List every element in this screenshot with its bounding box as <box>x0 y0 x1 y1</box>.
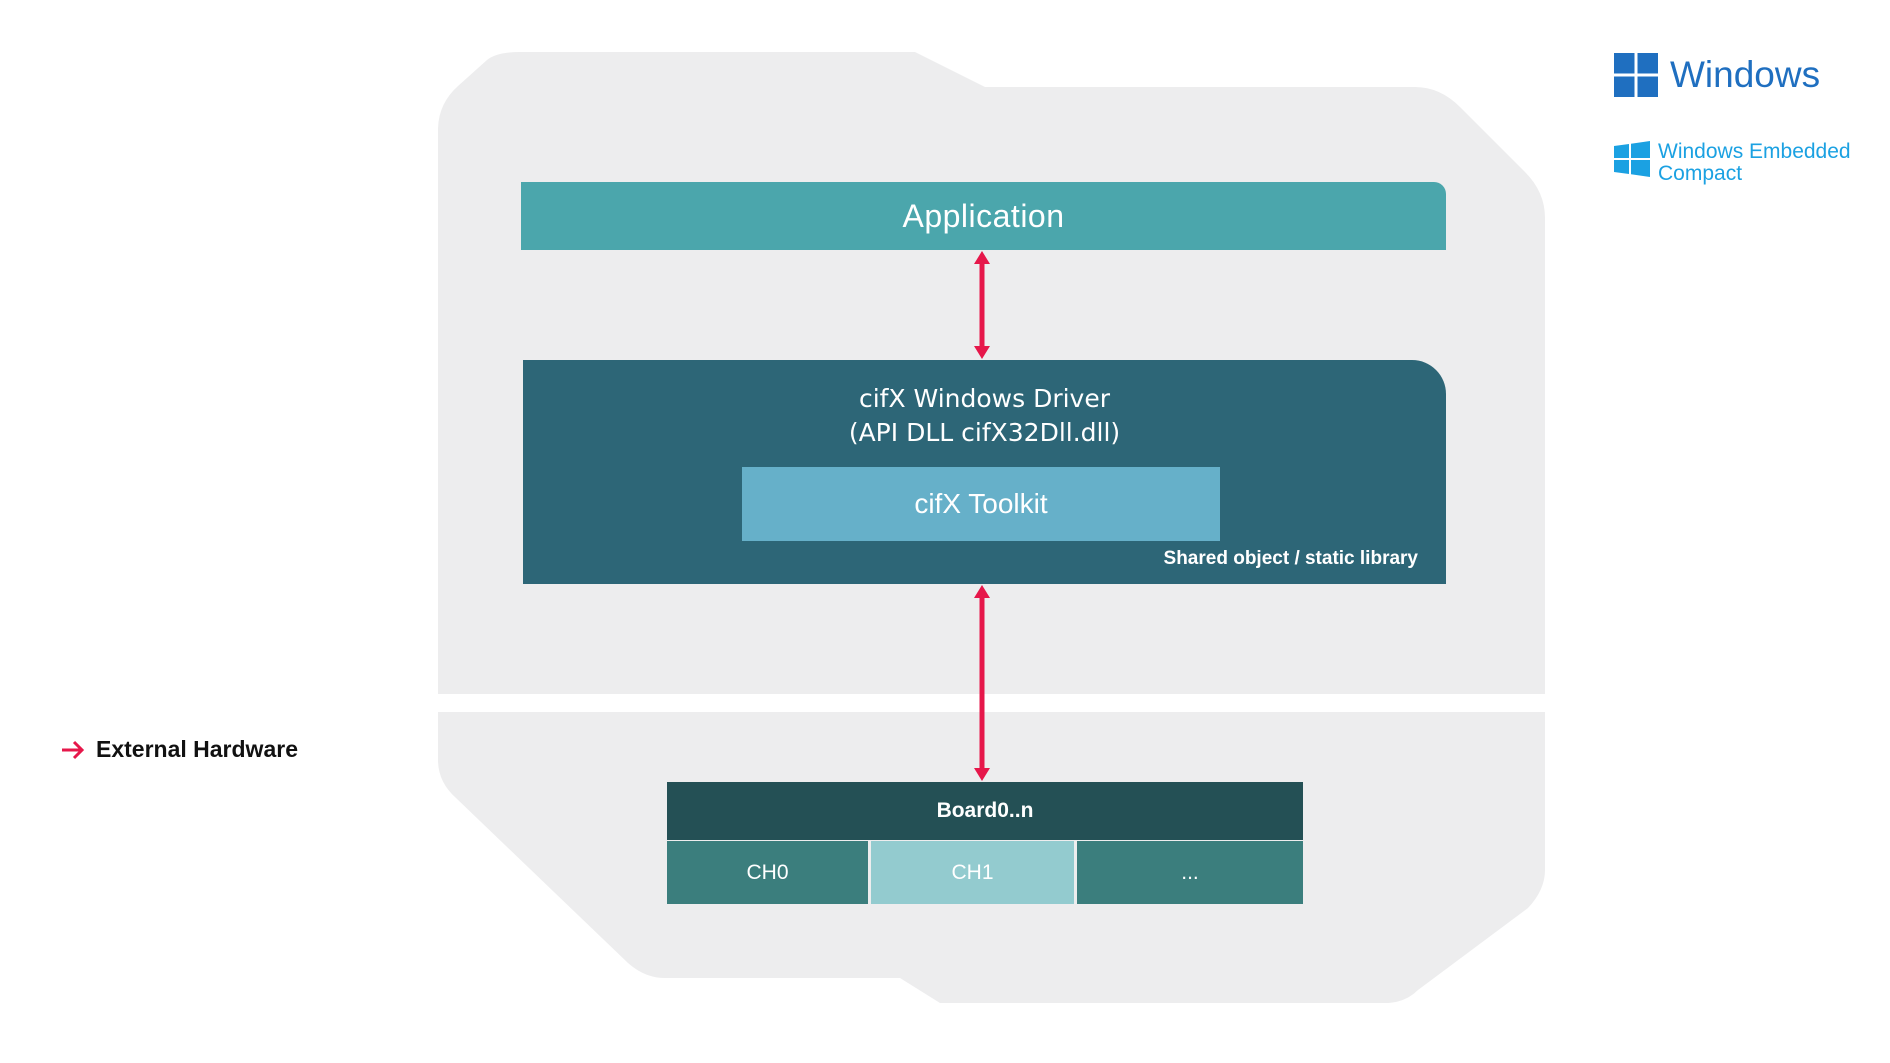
windows-embedded-text: Windows Embedded Compact <box>1658 141 1851 185</box>
application-box: Application <box>521 182 1446 250</box>
channel-more: ... <box>1077 841 1303 904</box>
arrow-right-icon <box>62 740 85 759</box>
windows-logo: Windows <box>1614 53 1820 97</box>
board-box: Board0..n <box>667 782 1303 840</box>
channel-ch1: CH1 <box>871 841 1074 904</box>
channel-ch0: CH0 <box>667 841 868 904</box>
toolkit-box: cifX Toolkit <box>742 467 1220 541</box>
toolkit-label: cifX Toolkit <box>914 488 1048 519</box>
channel-label: CH1 <box>951 860 994 884</box>
windows-embedded-line2: Compact <box>1658 162 1743 185</box>
arrow-app-driver <box>974 251 990 359</box>
external-hardware-legend: External Hardware <box>60 736 298 763</box>
arrow-driver-board <box>974 585 990 781</box>
channel-label: CH0 <box>746 860 789 884</box>
windows-logo-text: Windows <box>1670 54 1821 95</box>
windows-icon <box>1614 53 1658 97</box>
application-label: Application <box>902 197 1065 234</box>
shared-library-label: Shared object / static library <box>1163 548 1418 569</box>
windows-embedded-icon <box>1614 141 1650 177</box>
driver-title-line2: (API DLL cifX32Dll.dll) <box>848 418 1121 447</box>
windows-embedded-logo: Windows Embedded Compact <box>1614 141 1851 185</box>
driver-title-line1: cifX Windows Driver <box>858 384 1111 413</box>
windows-embedded-line1: Windows Embedded <box>1658 140 1851 163</box>
board-label: Board0..n <box>936 799 1034 822</box>
external-hardware-label: External Hardware <box>96 736 298 762</box>
channel-label: ... <box>1181 860 1199 884</box>
